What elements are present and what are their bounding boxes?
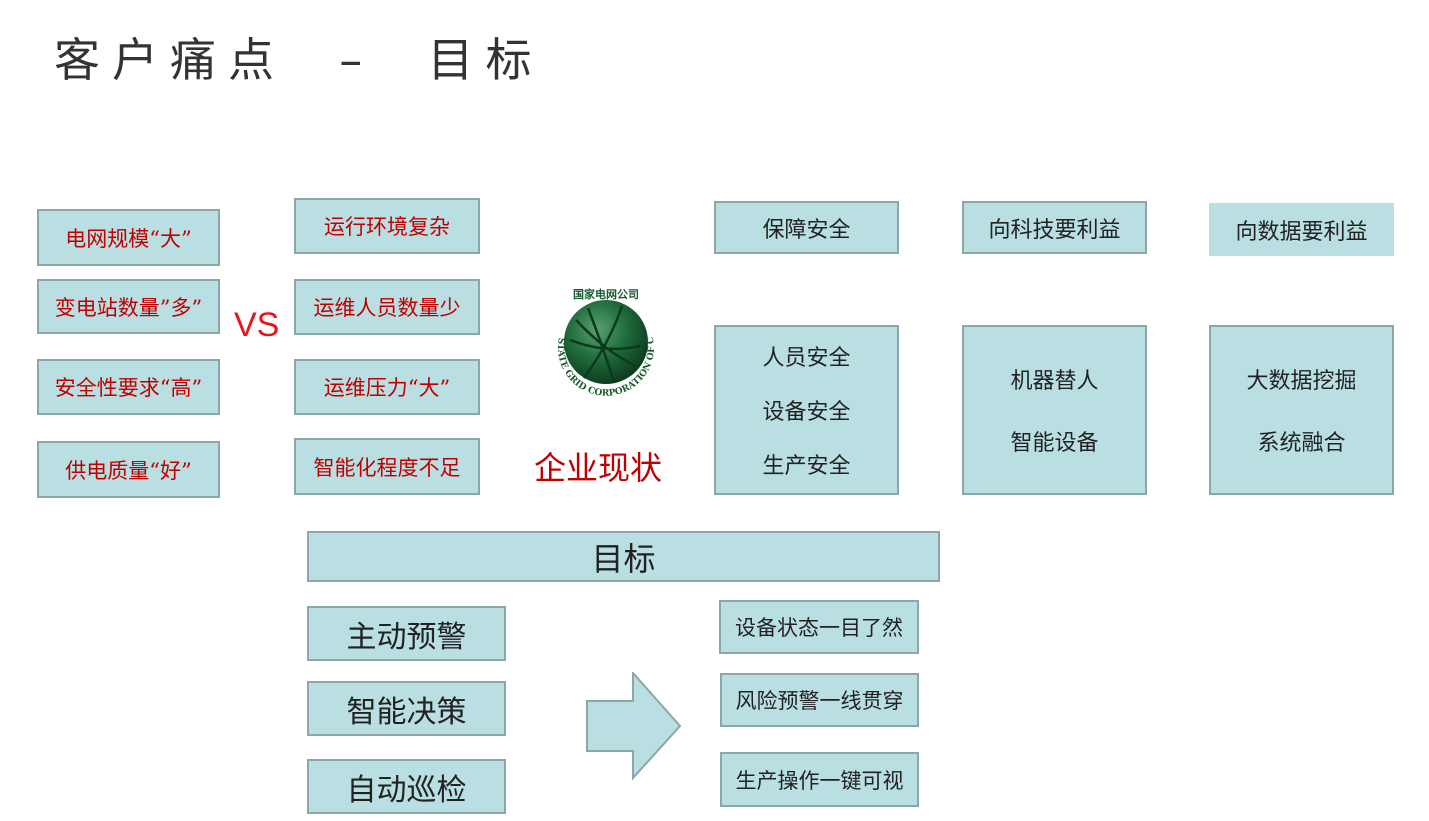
header-safety: 保障安全 [714, 201, 899, 254]
pain-left-4: 供电质量“好” [37, 441, 220, 498]
logo-text-top: 国家电网公司 [573, 287, 639, 301]
pain-right-3: 运维压力“大” [294, 359, 480, 415]
page-title: 客户痛点 – 目标 [54, 33, 544, 87]
detail-tech: 机器替人 智能设备 [962, 325, 1147, 495]
company-status: 企业现状 [534, 449, 663, 487]
pain-left-2: 变电站数量”多” [37, 279, 220, 334]
goal-action-3: 自动巡检 [307, 759, 506, 814]
pain-right-4: 智能化程度不足 [294, 438, 480, 495]
detail-safety-2: 设备安全 [762, 400, 851, 425]
detail-safety-3: 生产安全 [762, 454, 851, 479]
goal-action-2: 智能决策 [307, 681, 506, 736]
vs-label: VS [234, 306, 280, 344]
goal-result-3: 生产操作一键可视 [720, 752, 919, 807]
right-arrow-icon [586, 672, 682, 780]
pain-left-3: 安全性要求“高” [37, 359, 220, 415]
pain-right-2: 运维人员数量少 [294, 279, 480, 335]
pain-right-1: 运行环境复杂 [294, 198, 480, 254]
detail-data-1: 大数据挖掘 [1246, 369, 1357, 394]
detail-tech-1: 机器替人 [1010, 369, 1099, 394]
detail-safety-1: 人员安全 [762, 346, 851, 371]
detail-data: 大数据挖掘 系统融合 [1209, 325, 1394, 495]
detail-tech-2: 智能设备 [1010, 431, 1099, 456]
goal-header: 目标 [307, 531, 940, 582]
state-grid-logo: 国家电网公司 STATE GRID CORPORATION OF CHINA [536, 282, 657, 399]
header-data: 向数据要利益 [1209, 203, 1394, 256]
header-tech: 向科技要利益 [962, 201, 1147, 254]
goal-action-1: 主动预警 [307, 606, 506, 661]
goal-result-2: 风险预警一线贯穿 [720, 673, 919, 727]
detail-data-2: 系统融合 [1257, 431, 1346, 456]
detail-safety: 人员安全 设备安全 生产安全 [714, 325, 899, 495]
pain-left-1: 电网规模“大” [37, 209, 220, 266]
goal-result-1: 设备状态一目了然 [719, 600, 919, 654]
